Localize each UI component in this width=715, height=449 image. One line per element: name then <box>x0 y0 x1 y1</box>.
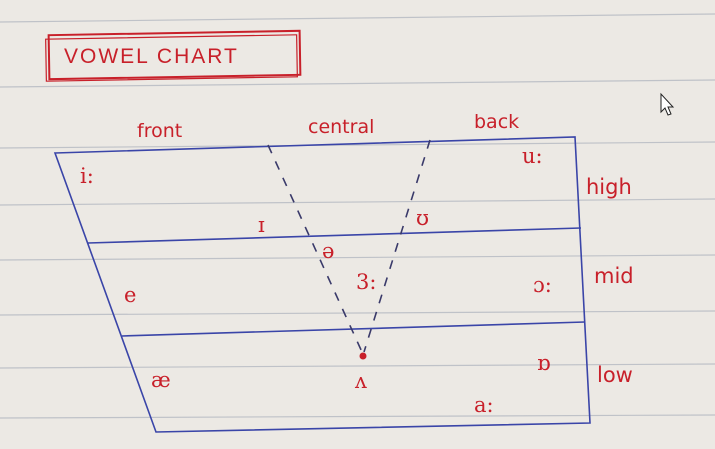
central-v-guides <box>267 139 431 360</box>
vowel-er-long: 3: <box>356 270 376 294</box>
schwa-apex-dot <box>359 352 367 360</box>
column-header-front: front <box>137 120 182 142</box>
vowel-open-o-short: ɒ <box>537 351 550 375</box>
column-header-back: back <box>474 111 519 133</box>
title-box <box>47 29 302 81</box>
vowel-small-i: ɪ <box>258 213 265 237</box>
title-box-outline <box>45 34 298 82</box>
trapezium-outline <box>53 136 591 433</box>
vowel-trapezium <box>53 136 591 433</box>
vowel-e: e <box>124 283 136 307</box>
divider-high-mid <box>87 227 582 244</box>
title-text: VOWEL CHART <box>64 45 239 68</box>
row-label-mid: mid <box>594 264 634 288</box>
ruled-lines <box>0 13 715 419</box>
vowel-small-u: ʊ <box>416 206 429 230</box>
vowel-wedge: ʌ <box>354 369 367 393</box>
vowel-schwa: ə <box>322 239 334 263</box>
vowel-ae: æ <box>151 368 171 392</box>
row-label-low: low <box>597 363 633 387</box>
vowel-a-long: a: <box>474 393 494 417</box>
column-header-central: central <box>308 116 374 138</box>
row-label-high: high <box>586 175 632 199</box>
mouse-pointer-icon <box>660 92 675 116</box>
vowel-i-long: i: <box>80 164 94 188</box>
vowel-open-o-long: ɔ: <box>533 273 552 297</box>
dashed-left-guide <box>267 144 363 353</box>
vowel-u-long: u: <box>522 144 543 168</box>
divider-mid-low <box>121 321 586 337</box>
chart-title: VOWEL CHART <box>45 29 302 82</box>
dashed-right-guide <box>363 139 431 353</box>
